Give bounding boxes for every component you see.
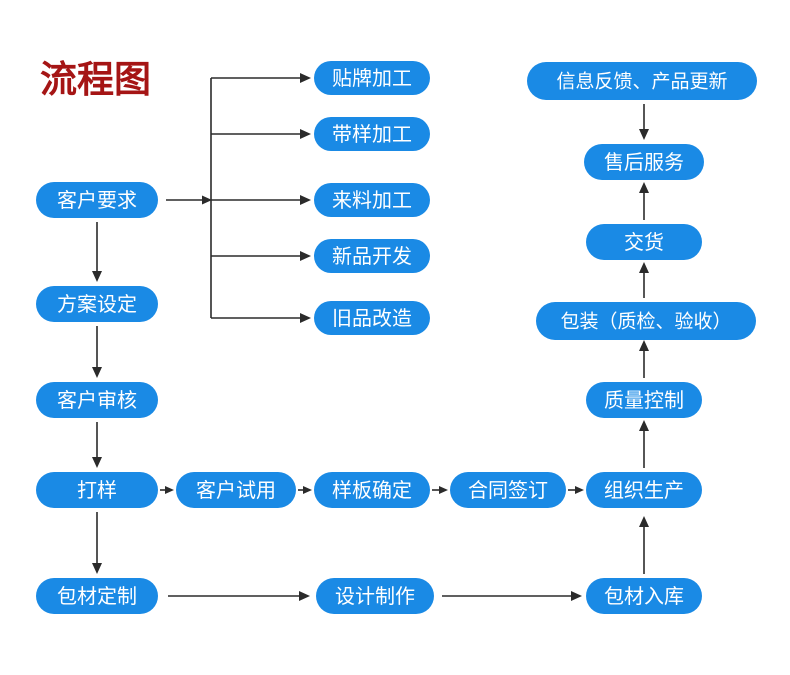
node-label-organize-production: 组织生产: [604, 479, 684, 502]
node-contract-signing[interactable]: 合同签订: [450, 472, 566, 508]
node-label-plan-setting: 方案设定: [57, 293, 137, 316]
node-old-product-remake[interactable]: 旧品改造: [314, 301, 430, 335]
edge-quality-to-packing: [639, 340, 649, 378]
node-label-quality-control: 质量控制: [604, 389, 684, 412]
edge-branch-to-sample-processing: [211, 129, 311, 139]
edge-layer: [92, 73, 649, 601]
edge-plan-to-review: [92, 326, 102, 378]
node-label-customer-requirement: 客户要求: [57, 189, 137, 212]
edge-contract-to-production: [568, 486, 584, 494]
node-plan-setting[interactable]: 方案设定: [36, 286, 158, 322]
node-label-proofing: 打样: [77, 479, 117, 502]
edge-packaging-custom-to-design: [168, 591, 310, 601]
edge-branch-to-material-processing: [211, 195, 311, 205]
edge-packing-to-delivery: [639, 262, 649, 298]
edge-proofing-to-trial: [160, 486, 174, 494]
node-label-packaging-warehouse: 包材入库: [604, 585, 684, 608]
node-packing-inspection[interactable]: 包装（质检、验收）: [536, 302, 756, 340]
node-packaging-custom[interactable]: 包材定制: [36, 578, 158, 614]
node-packaging-warehouse[interactable]: 包材入库: [586, 578, 702, 614]
node-label-new-product-development: 新品开发: [332, 245, 412, 268]
node-label-old-product-remake: 旧品改造: [332, 307, 412, 330]
node-material-processing[interactable]: 来料加工: [314, 183, 430, 217]
node-customer-review[interactable]: 客户审核: [36, 382, 158, 418]
edge-branch-to-product-remake: [211, 313, 311, 323]
edge-branch-to-oem: [211, 73, 311, 83]
edge-requirement-to-plan: [92, 222, 102, 282]
node-label-contract-signing: 合同签订: [468, 479, 548, 502]
node-feedback-product-update[interactable]: 信息反馈、产品更新: [527, 62, 757, 100]
node-label-after-sales-service: 售后服务: [604, 151, 684, 174]
node-label-design-production: 设计制作: [335, 585, 415, 608]
edge-trial-to-sample-confirm: [298, 486, 312, 494]
node-after-sales-service[interactable]: 售后服务: [584, 144, 704, 180]
node-proofing[interactable]: 打样: [36, 472, 158, 508]
node-quality-control[interactable]: 质量控制: [586, 382, 702, 418]
node-label-customer-review: 客户审核: [57, 389, 137, 412]
node-label-delivery: 交货: [624, 231, 664, 254]
node-oem-processing[interactable]: 贴牌加工: [314, 61, 430, 95]
node-label-packaging-custom: 包材定制: [57, 585, 137, 608]
node-organize-production[interactable]: 组织生产: [586, 472, 702, 508]
edge-production-to-quality: [639, 420, 649, 468]
page-title: 流程图: [40, 59, 151, 100]
node-label-sample-confirmation: 样板确定: [332, 479, 412, 502]
edge-sample-confirm-to-contract: [432, 486, 448, 494]
edge-branch-to-new-product: [211, 251, 311, 261]
node-label-sample-processing: 带样加工: [332, 123, 412, 146]
node-label-packing-inspection: 包装（质检、验收）: [560, 311, 731, 333]
edge-delivery-to-aftersales: [639, 182, 649, 220]
node-label-feedback-product-update: 信息反馈、产品更新: [556, 71, 727, 93]
edge-design-to-warehouse: [442, 591, 582, 601]
node-sample-confirmation[interactable]: 样板确定: [314, 472, 430, 508]
node-customer-requirement[interactable]: 客户要求: [36, 182, 158, 218]
node-new-product-development[interactable]: 新品开发: [314, 239, 430, 273]
edge-warehouse-to-production: [639, 516, 649, 574]
node-label-material-processing: 来料加工: [332, 189, 412, 212]
edge-proofing-to-packaging-custom: [92, 512, 102, 574]
node-design-production[interactable]: 设计制作: [316, 578, 434, 614]
node-label-oem-processing: 贴牌加工: [332, 67, 412, 90]
node-customer-trial[interactable]: 客户试用: [176, 472, 296, 508]
node-sample-processing[interactable]: 带样加工: [314, 117, 430, 151]
node-label-customer-trial: 客户试用: [196, 479, 276, 502]
edge-customer-requirement-to-branch: [166, 195, 212, 205]
edge-review-to-proofing: [92, 422, 102, 468]
node-delivery[interactable]: 交货: [586, 224, 702, 260]
node-layer: 客户要求 方案设定 客户审核 打样 包材定制 贴牌加工: [36, 61, 757, 614]
edge-feedback-to-aftersales: [639, 104, 649, 140]
